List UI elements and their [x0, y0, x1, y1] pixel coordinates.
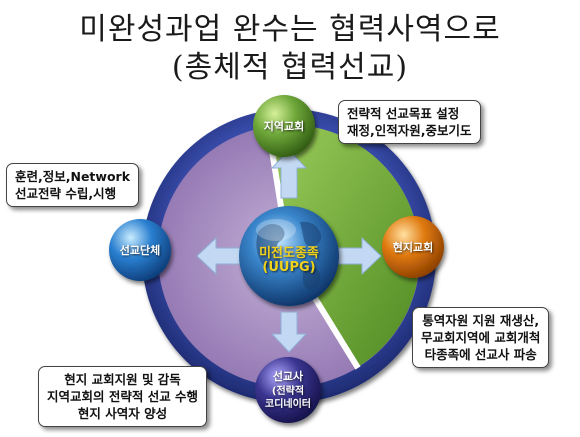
callout-bottom-left: 현지 교회지원 및 감독 지역교회의 전략적 선교 수행 현지 사역자 양성	[38, 366, 208, 427]
title-line-1: 미완성과업 완수는 협력사역으로	[79, 12, 501, 47]
callout-left: 훈련,정보,Network 선교전략 수립,시행	[6, 163, 140, 207]
node-bottom-sub1: (전략적	[271, 386, 305, 397]
callout-bottom-right-line-1: 통역자원 지원 재생산,	[422, 313, 540, 328]
arrow-right	[333, 236, 382, 276]
globe-continents	[256, 221, 322, 290]
callout-left-line-2: 선교전략 수립,시행	[15, 186, 117, 201]
node-left	[109, 219, 171, 281]
green-sector	[271, 124, 420, 368]
center-label: 미전도종족	[259, 246, 319, 261]
center-sublabel: (UUPG)	[262, 260, 316, 275]
node-bottom-sub2: 코디네이터	[265, 399, 311, 410]
callout-left-line-1: 훈련,정보,Network	[15, 169, 131, 184]
node-right-label: 현지교회	[392, 241, 434, 254]
callout-bottom-left-line-1: 현지 교회지원 및 감독	[64, 372, 181, 387]
callout-bottom-right: 통역자원 지원 재생산, 무교회지역에 교회개척 타종족에 선교사 파송	[412, 307, 550, 368]
callout-bottom-left-line-3: 현지 사역자 양성	[77, 406, 168, 421]
node-top	[253, 95, 315, 157]
node-right	[382, 216, 444, 278]
title-line-2: (총체적 협력선교)	[171, 50, 409, 85]
arrow-up	[270, 149, 308, 199]
node-bottom	[255, 357, 321, 423]
callout-top-right: 전략적 선교목표 설정 재정,인적자원,중보기도	[338, 100, 481, 144]
callout-top-right-line-2: 재정,인적자원,중보기도	[347, 123, 472, 138]
callout-bottom-right-line-2: 무교회지역에 교회개척	[421, 330, 541, 345]
arrow-left	[196, 236, 245, 276]
callout-top-right-line-1: 전략적 선교목표 설정	[347, 106, 460, 121]
node-left-label: 선교단체	[119, 244, 161, 257]
node-bottom-label: 선교사	[272, 370, 304, 383]
callout-bottom-right-line-3: 타종족에 선교사 파송	[424, 347, 537, 362]
arrow-down	[270, 311, 308, 353]
callout-bottom-left-line-2: 지역교회의 전략적 선교 수행	[47, 389, 199, 404]
node-top-label: 지역교회	[263, 120, 305, 133]
